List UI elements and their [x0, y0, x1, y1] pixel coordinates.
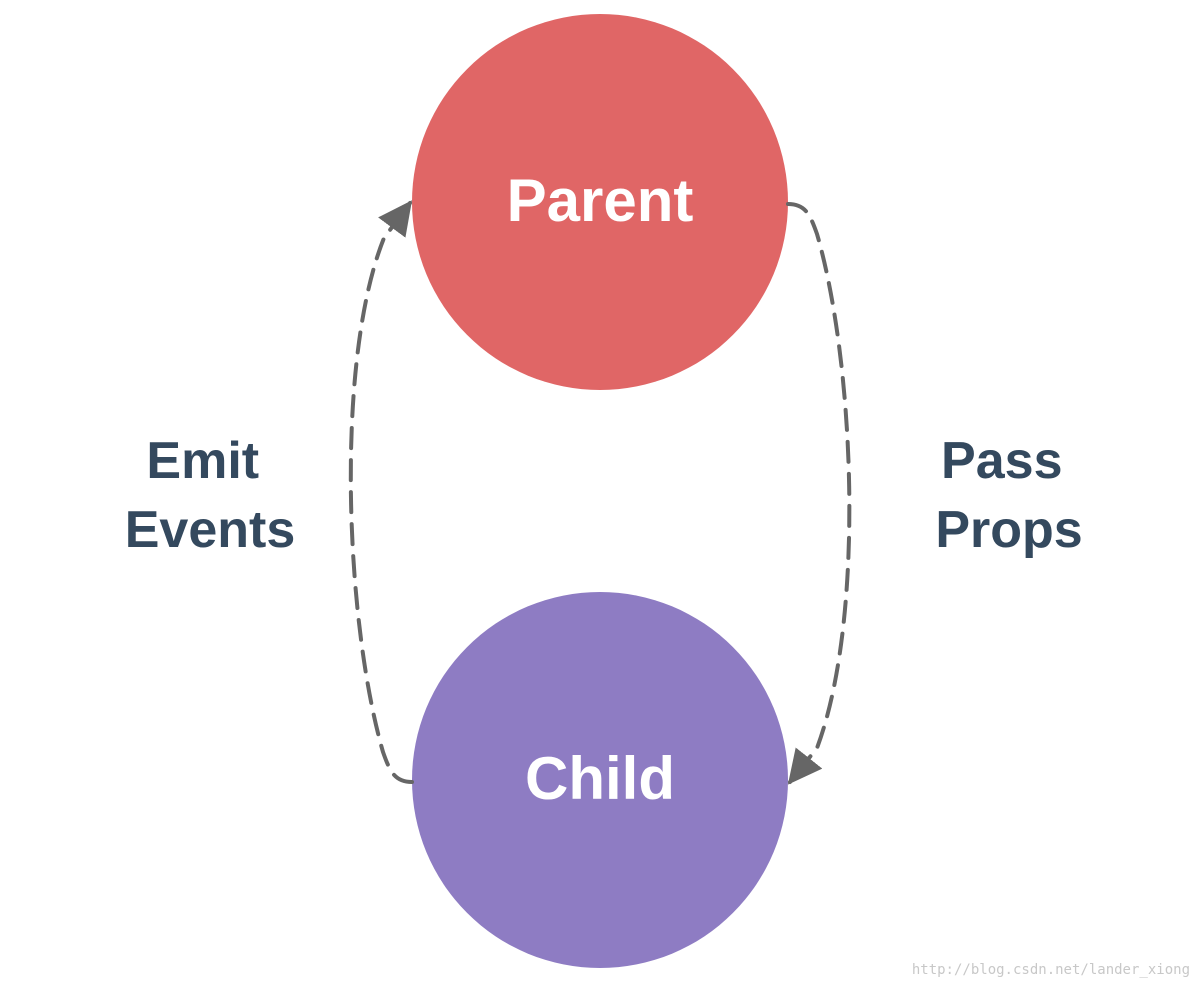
child-node [412, 592, 788, 968]
child-node-label: Child [525, 745, 675, 812]
parent-node [412, 14, 788, 390]
emit-events-label: Emit Events [125, 432, 296, 559]
watermark-text: http://blog.csdn.net/lander_xiong [911, 962, 1190, 978]
emit-events-arrow [348, 200, 414, 784]
pass-props-arrow [786, 202, 852, 785]
pass-props-label: Pass Props [935, 432, 1082, 559]
emit-events-label-line2: Events [125, 501, 296, 559]
pass-props-label-line1: Pass [941, 432, 1062, 490]
parent-node-label: Parent [507, 167, 694, 234]
emit-events-label-line1: Emit [146, 432, 259, 490]
pass-props-label-line2: Props [935, 501, 1082, 559]
